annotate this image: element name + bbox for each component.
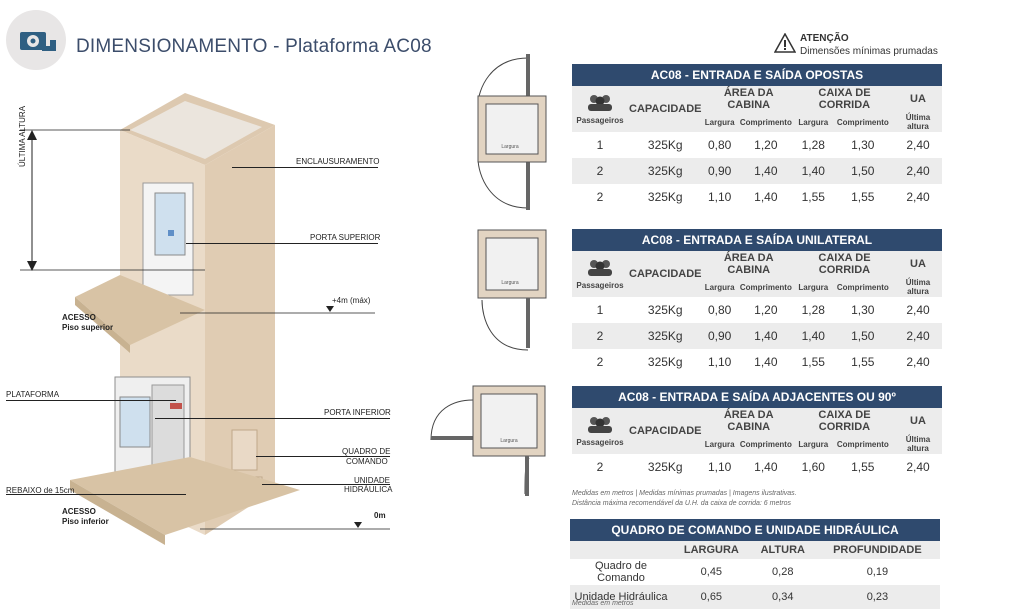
ua-header: UA — [894, 86, 942, 112]
quadro-header-empty — [570, 541, 672, 559]
rebaixo-leader — [6, 494, 186, 495]
unidade-label: UNIDADE — [354, 476, 391, 485]
plan-largura-2: Largura — [501, 280, 518, 286]
comprimento-header: Comprimento — [831, 277, 894, 297]
plataforma-leader — [6, 400, 176, 401]
caixa-corrida-header: CAIXA DE CORRIDA — [794, 251, 894, 277]
comando-label: COMANDO — [346, 457, 388, 466]
plan-largura-3: Largura — [500, 438, 517, 444]
quadro-header-largura: LARGURA — [672, 541, 751, 559]
enclausuramento-leader — [232, 167, 378, 168]
table-unilateral: AC08 - ENTRADA E SAÍDA UNILATERAL Passag… — [572, 229, 942, 375]
table-adjacentes: AC08 - ENTRADA E SAÍDA ADJACENTES OU 90º… — [572, 386, 942, 480]
ua-header: UA — [894, 408, 942, 434]
quadro-title: QUADRO DE COMANDO E UNIDADE HIDRÁULICA — [570, 519, 940, 541]
largura-header: Largura — [794, 112, 832, 132]
elevator-measure-icon — [20, 32, 56, 51]
largura-header: Largura — [702, 277, 737, 297]
comprimento-header: Comprimento — [831, 434, 894, 454]
passageiros-header: Passageiros — [572, 408, 628, 454]
largura-header: Largura — [702, 434, 737, 454]
quadro-header-profundidade: PROFUNDIDADE — [814, 541, 940, 559]
max-height-label: +4m (máx) — [332, 296, 371, 305]
ultima-altura-header: Última altura — [894, 277, 942, 297]
unidade-leader — [262, 484, 390, 485]
people-icon — [573, 258, 627, 281]
area-cabina-header: ÁREA DA CABINA — [702, 408, 795, 434]
acesso-inferior-label: ACESSO — [62, 507, 96, 516]
note-line-1: Medidas em metros | Medidas mínimas prum… — [572, 490, 797, 497]
quadro-leader — [256, 456, 390, 457]
logo — [6, 10, 66, 70]
data-table: Passageiros CAPACIDADE ÁREA DA CABINA CA… — [572, 251, 942, 375]
data-table: Passageiros CAPACIDADE ÁREA DA CABINA CA… — [572, 408, 942, 480]
warning-text: Dimensões mínimas prumadas — [800, 46, 938, 57]
porta-inferior-leader — [155, 418, 390, 419]
ultima-altura-header: Última altura — [894, 112, 942, 132]
shaft-illustration — [20, 93, 390, 545]
comprimento-header: Comprimento — [831, 112, 894, 132]
largura-header: Largura — [794, 434, 832, 454]
comprimento-header: Comprimento — [736, 277, 795, 297]
zero-level-label: 0m — [374, 511, 386, 520]
table-title: AC08 - ENTRADA E SAÍDA ADJACENTES OU 90º — [572, 386, 942, 408]
table-title: AC08 - ENTRADA E SAÍDA OPOSTAS — [572, 64, 942, 86]
ultima-altura-label: ÚLTIMA ALTURA — [18, 105, 27, 167]
acesso-superior-label: ACESSO — [62, 313, 96, 322]
plan-view-adjacentes: Largura — [430, 385, 546, 496]
largura-header: Largura — [702, 112, 737, 132]
comprimento-header: Comprimento — [736, 434, 795, 454]
warning-title: ATENÇÃO — [800, 33, 849, 44]
porta-superior-label: PORTA SUPERIOR — [310, 233, 381, 242]
capacidade-header: CAPACIDADE — [628, 251, 703, 297]
quadro-note: Medidas em metros — [572, 600, 634, 607]
porta-inferior-label: PORTA INFERIOR — [324, 408, 391, 417]
people-icon — [573, 93, 627, 116]
quadro-de-label: QUADRO DE — [342, 447, 391, 456]
area-cabina-header: ÁREA DA CABINA — [702, 86, 795, 112]
page-title: DIMENSIONAMENTO - Plataforma AC08 — [76, 36, 432, 57]
hidraulica-label: HIDRÁULICA — [344, 485, 393, 494]
caixa-corrida-header: CAIXA DE CORRIDA — [794, 408, 894, 434]
largura-header: Largura — [794, 277, 832, 297]
area-cabina-header: ÁREA DA CABINA — [702, 251, 795, 277]
quadro-data-table: LARGURA ALTURA PROFUNDIDADE Quadro de Co… — [570, 541, 940, 609]
caixa-corrida-header: CAIXA DE CORRIDA — [794, 86, 894, 112]
plan-view-unilateral: Largura — [477, 229, 547, 351]
people-icon — [573, 415, 627, 438]
rebaixo-label: REBAIXO de 15cm — [6, 486, 75, 495]
table-title: AC08 - ENTRADA E SAÍDA UNILATERAL — [572, 229, 942, 251]
ua-header: UA — [894, 251, 942, 277]
comprimento-header: Comprimento — [736, 112, 795, 132]
quadro-header-altura: ALTURA — [750, 541, 815, 559]
data-table: Passageiros CAPACIDADE ÁREA DA CABINA CA… — [572, 86, 942, 210]
plan-view-opostas: Largura — [477, 54, 547, 210]
porta-superior-leader — [186, 243, 378, 244]
piso-inferior-label: Piso inferior — [62, 517, 109, 526]
table-opostas: AC08 - ENTRADA E SAÍDA OPOSTAS Passageir… — [572, 64, 942, 210]
warning-triangle-icon — [774, 33, 796, 53]
note-line-2: Distância máxima recomendável da U.H. da… — [572, 500, 792, 507]
table-quadro: QUADRO DE COMANDO E UNIDADE HIDRÁULICA L… — [570, 519, 940, 609]
passageiros-header: Passageiros — [572, 251, 628, 297]
plataforma-label: PLATAFORMA — [6, 390, 60, 399]
enclausuramento-label: ENCLAUSURAMENTO — [296, 157, 380, 166]
capacidade-header: CAPACIDADE — [628, 86, 703, 132]
piso-superior-label: Piso superior — [62, 323, 114, 332]
plan-largura: Largura — [501, 144, 518, 150]
ultima-altura-header: Última altura — [894, 434, 942, 454]
passageiros-header: Passageiros — [572, 86, 628, 132]
capacidade-header: CAPACIDADE — [628, 408, 703, 454]
